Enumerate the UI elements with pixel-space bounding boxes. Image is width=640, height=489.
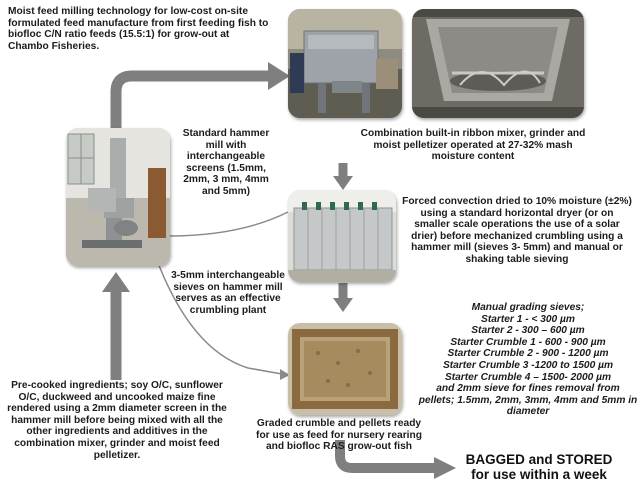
dryer-photo bbox=[288, 190, 396, 282]
intro-text: Moist feed milling technology for low-co… bbox=[8, 6, 269, 52]
line-dryer-to-mill bbox=[167, 211, 289, 237]
grading-line: Starter Crumble 2 - 900 - 1200 µm bbox=[447, 348, 609, 360]
grading-tail: and 2mm sieve for fines removal from pel… bbox=[418, 383, 638, 418]
grading-sieves-block: Manual grading sieves; Starter 1 - < 300… bbox=[418, 302, 638, 418]
grading-line: Starter Crumble 4 – 1500- 2000 µm bbox=[444, 371, 612, 383]
grading-line: Starter Crumble 3 -1200 to 1500 µm bbox=[442, 359, 614, 371]
graded-crumble-caption: Graded crumble and pellets ready for use… bbox=[256, 418, 422, 453]
grading-line: Starter 2 - 300 – 600 µm bbox=[471, 325, 585, 337]
mixer-caption: Combination built-in ribbon mixer, grind… bbox=[360, 128, 586, 163]
line-mill-to-graded bbox=[154, 254, 283, 375]
sieves-hammer-caption: 3-5mm interchangeable sieves on hammer m… bbox=[171, 270, 285, 316]
hammer-mill-photo bbox=[66, 128, 170, 266]
grading-line: Starter 1 - < 300 µm bbox=[481, 313, 575, 325]
mixer-interior-photo bbox=[412, 9, 584, 118]
mixer-exterior-photo bbox=[288, 9, 402, 118]
bagged-stored-text: BAGGED and STORED for use within a week bbox=[446, 452, 632, 482]
arrow-to-bagged bbox=[335, 440, 436, 473]
arrow-to-bagged-head bbox=[434, 457, 456, 479]
bagged-line-2: for use within a week bbox=[471, 467, 607, 482]
bagged-line-1: BAGGED and STORED bbox=[465, 452, 613, 467]
dryer-caption: Forced convection dried to 10% moisture … bbox=[402, 196, 632, 265]
grading-title: Manual grading sieves; bbox=[471, 302, 585, 313]
arrow-mill-to-mixer bbox=[110, 70, 268, 128]
hammer-mill-caption: Standard hammer mill with interchangeabl… bbox=[182, 128, 270, 197]
crumbles-sieve-photo bbox=[288, 323, 402, 415]
precooked-ingredients-text: Pre-cooked ingredients; soy O/C, sunflow… bbox=[7, 380, 227, 461]
arrow-mill-to-mixer-head bbox=[268, 62, 290, 90]
grading-line: Starter Crumble 1 - 600 - 900 µm bbox=[450, 336, 606, 348]
